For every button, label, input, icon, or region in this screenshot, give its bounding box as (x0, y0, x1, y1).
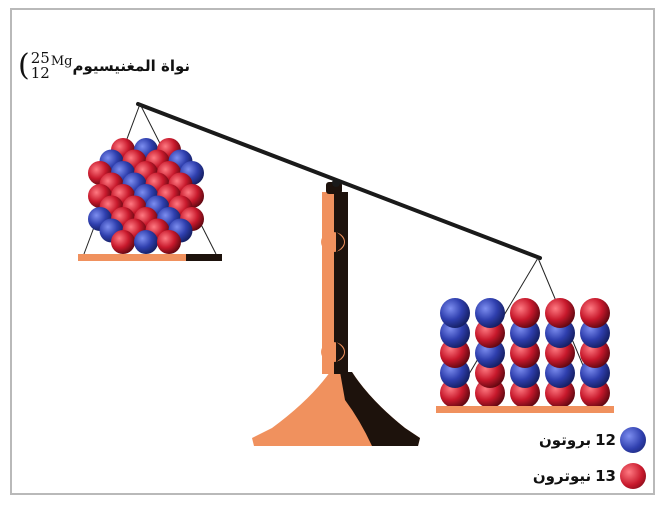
legend-protons: 12 بروتون (539, 427, 646, 453)
left-pan-shadow (186, 254, 222, 261)
proton-swatch-icon (620, 427, 646, 453)
magnesium-nucleus-cluster (88, 138, 204, 254)
neutron-sphere (157, 230, 181, 254)
isotope-notation: ( 25 12 Mg (18, 51, 72, 81)
legend-proton-label: بروتون (539, 431, 591, 449)
title-label: نواة المغنيسيوم (72, 57, 190, 75)
beam-pivot (332, 179, 340, 187)
neutron-sphere (580, 298, 610, 328)
right-pan (436, 406, 614, 413)
proton-sphere (134, 230, 158, 254)
proton-sphere (475, 298, 505, 328)
atomic-number: 12 (31, 66, 50, 81)
neutron-sphere (510, 298, 540, 328)
neutron-sphere (545, 298, 575, 328)
neutron-swatch-icon (620, 463, 646, 489)
element-symbol: Mg (51, 54, 73, 69)
legend-neutron-label: نيوترون (533, 467, 591, 485)
legend-proton-count: 12 (595, 431, 616, 449)
legend-neutrons: 13 نيوترون (533, 463, 646, 489)
nucleus-title: نواة المغنيسيوم ( 25 12 Mg (12, 44, 190, 88)
separated-nucleons-stack (440, 298, 610, 408)
paren-open: ( (18, 51, 30, 81)
proton-sphere (440, 298, 470, 328)
legend-neutron-count: 13 (595, 467, 616, 485)
neutron-sphere (111, 230, 135, 254)
isotope-numbers: 25 12 (31, 51, 50, 81)
